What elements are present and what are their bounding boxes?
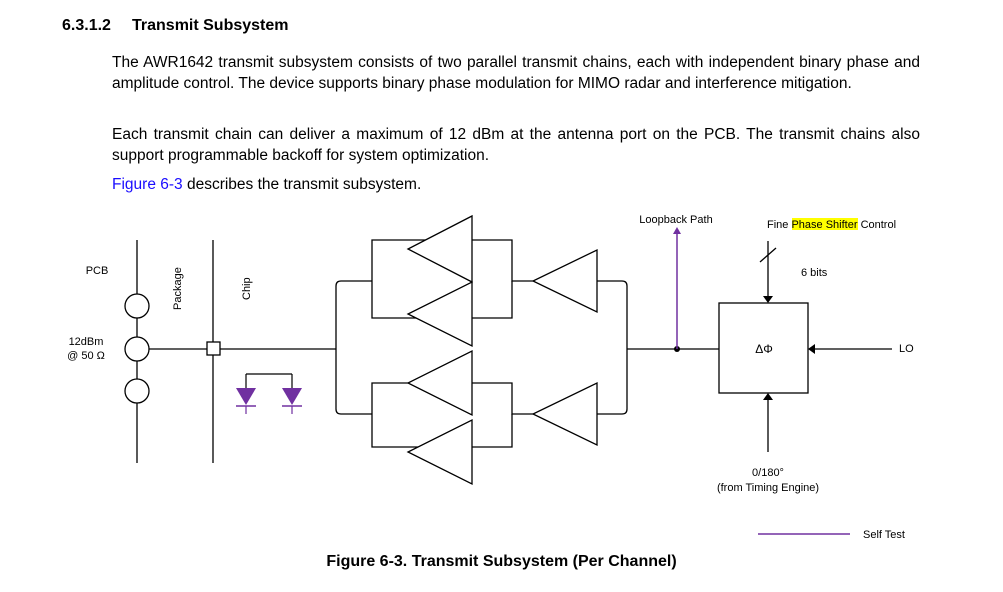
section-number: 6.3.1.2 (62, 17, 111, 34)
paragraph-3-text: describes the transmit subsystem. (182, 176, 422, 193)
figure-caption: Figure 6-3. Transmit Subsystem (Per Chan… (326, 553, 677, 570)
legend-self-test-label: Self Test (863, 529, 905, 541)
antenna-port-circle-bottom (124, 378, 150, 404)
lo-arrow-head (808, 344, 815, 354)
amplifier-lower-2 (406, 418, 473, 486)
bus-slash (759, 247, 777, 263)
section-heading: 6.3.1.2 Transmit Subsystem (62, 17, 289, 35)
detector-diodes (236, 373, 302, 414)
amplifier-lower-1 (406, 349, 473, 417)
power-label-line1: 12dBm (69, 336, 104, 348)
power-label-line2: @ 50 Ω (67, 350, 105, 362)
loopback-label: Loopback Path (639, 214, 712, 226)
diode-icon-right (282, 388, 302, 405)
antenna-port-circle-top (124, 293, 150, 319)
amplifier-lower-output (531, 381, 598, 447)
timing-label-line1: 0/180° (752, 467, 784, 479)
transmit-subsystem-diagram: PCB Package Chip 12dBm @ 50 Ω Loopback P… (67, 214, 914, 541)
diode-icon-left (236, 388, 256, 405)
timing-arrow-head (763, 393, 773, 400)
antenna-port-circle-middle (124, 336, 150, 362)
timing-label-line2: (from Timing Engine) (717, 482, 819, 494)
amplifier-upper-1 (406, 214, 473, 284)
control-arrow-head (763, 296, 773, 303)
phase-symbol: ΔΦ (755, 342, 773, 356)
figure-link[interactable]: Figure 6-3 (112, 176, 183, 193)
amplifier-upper-output (531, 248, 598, 314)
label-highlight (792, 218, 858, 230)
phase-shifter-block (718, 302, 809, 394)
paragraph-2: Each transmit chain can deliver a maximu… (112, 126, 920, 164)
lo-label: LO (899, 343, 914, 355)
loopback-arrow-head (673, 227, 681, 234)
chip-label: Chip (241, 277, 253, 300)
pcb-label: PCB (86, 265, 109, 277)
paragraph-1: The AWR1642 transmit subsystem consists … (112, 54, 920, 92)
paragraph-3: Figure 6-3 describes the transmit subsys… (112, 174, 920, 195)
fine-phase-label: Fine Phase Shifter Control (767, 219, 896, 231)
output-combiner-bracket (335, 280, 372, 349)
bits-label: 6 bits (801, 267, 828, 279)
section-title: Transmit Subsystem (132, 17, 289, 34)
amplifier-upper-2 (406, 280, 473, 348)
package-label: Package (172, 267, 184, 310)
bond-pad (206, 341, 221, 356)
